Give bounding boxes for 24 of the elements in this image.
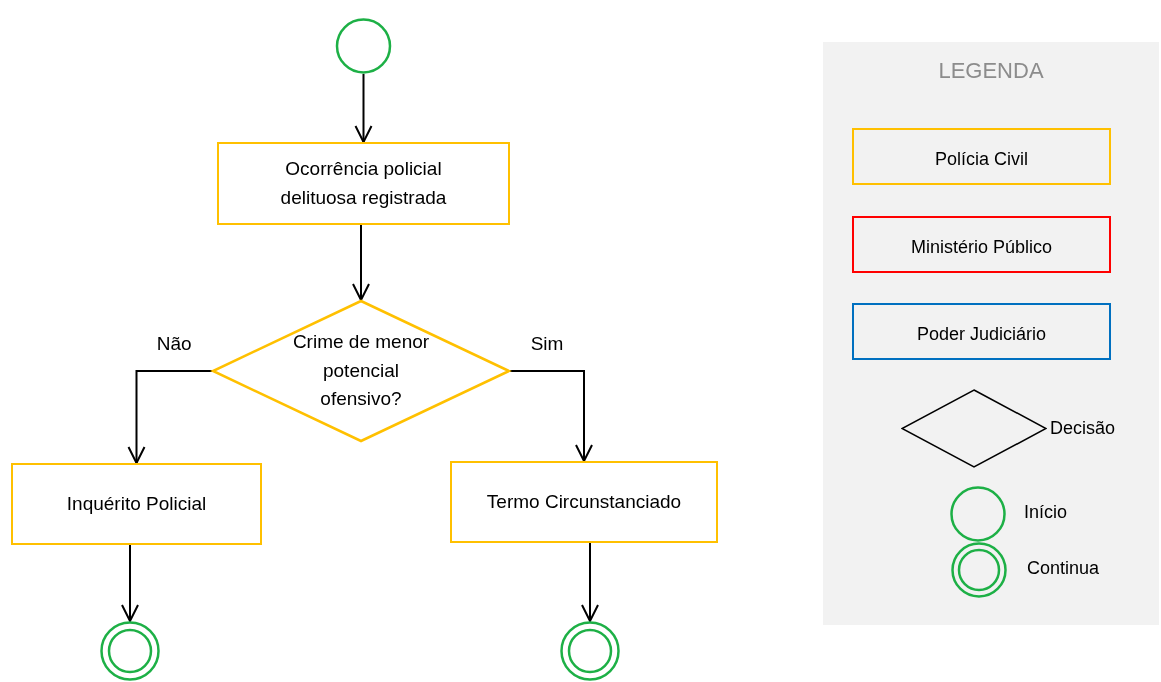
- continue-circle: [559, 621, 621, 681]
- decision-diamond: [212, 300, 510, 442]
- legend-text: Decisão: [1050, 418, 1116, 439]
- arrow: [509, 370, 593, 462]
- arrow: [581, 542, 599, 622]
- node-text: Inquérito Policial: [66, 491, 207, 516]
- arrow: [121, 544, 139, 622]
- legend-text: Ministério Público: [910, 237, 1053, 258]
- continue-circle: [99, 621, 161, 681]
- legend-text: Continua: [1027, 558, 1100, 579]
- arrow: [127, 370, 213, 464]
- legend-title: LEGENDA: [937, 58, 1045, 84]
- arrow: [352, 224, 370, 301]
- legend-text: Início: [1024, 502, 1068, 523]
- legend-text: Poder Judiciário: [916, 324, 1047, 345]
- process-box: [217, 142, 510, 225]
- node-text: Termo Circunstanciado: [486, 489, 682, 514]
- decision-text: Crime de menor potencial ofensivo?: [291, 330, 431, 412]
- node-text: Ocorrência policial delituosa registrada: [279, 157, 448, 210]
- legend-text: Polícia Civil: [935, 149, 1028, 170]
- start-circle: [335, 18, 392, 74]
- process-box: [450, 461, 718, 543]
- arrow: [354, 73, 373, 143]
- process-box: [11, 463, 262, 545]
